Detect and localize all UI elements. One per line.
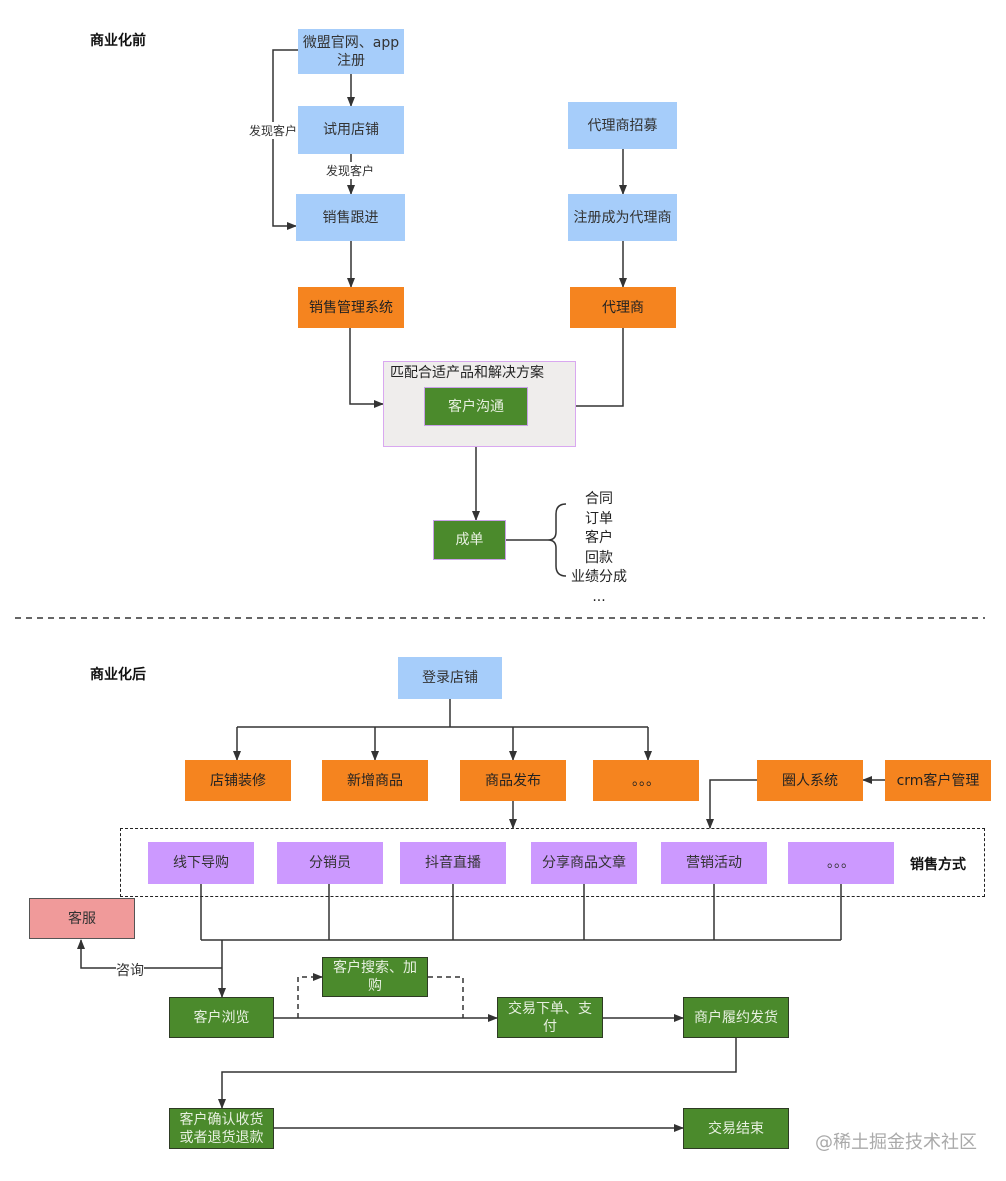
section-title-after: 商业化后 bbox=[90, 667, 146, 683]
node-order-pay: 交易下单、支付 bbox=[497, 997, 603, 1038]
node-offline-guide: 线下导购 bbox=[148, 842, 254, 884]
node-confirm-receipt: 客户确认收货或者退货退款 bbox=[169, 1108, 274, 1149]
deal-item: 合同 bbox=[585, 491, 613, 507]
sales-methods-label: 销售方式 bbox=[910, 857, 966, 873]
brace bbox=[547, 503, 567, 577]
deal-item: 客户 bbox=[585, 530, 613, 546]
node-browse: 客户浏览 bbox=[169, 997, 274, 1038]
node-circle-system: 圈人系统 bbox=[757, 760, 863, 801]
deal-item: 订单 bbox=[585, 510, 613, 527]
node-sales-follow: 销售跟进 bbox=[296, 194, 405, 241]
edge-ship-to-confirm bbox=[218, 1038, 737, 1109]
edge-browse-to-search bbox=[297, 973, 323, 1018]
deal-item: ... bbox=[592, 588, 606, 605]
node-crm: crm客户管理 bbox=[885, 760, 991, 801]
node-trade-end: 交易结束 bbox=[683, 1108, 789, 1149]
node-deal: 成单 bbox=[433, 520, 506, 560]
node-add-product: 新增商品 bbox=[322, 760, 428, 801]
node-search-cart: 客户搜索、加购 bbox=[322, 957, 428, 997]
deal-item: 业绩分成 bbox=[571, 569, 627, 585]
node-marketing: 营销活动 bbox=[661, 842, 767, 884]
deal-item: 回款 bbox=[585, 549, 613, 566]
watermark: @稀土掘金技术社区 bbox=[815, 1132, 977, 1153]
node-customer-service: 客服 bbox=[29, 898, 135, 939]
deal-items-list: 合同 订单 客户 回款 业绩分成 ... bbox=[566, 490, 632, 607]
edge-label-find-customer: 发现客户 bbox=[249, 122, 298, 139]
node-share-article: 分享商品文章 bbox=[531, 842, 637, 884]
node-distributor: 分销员 bbox=[277, 842, 383, 884]
node-douyin-live: 抖音直播 bbox=[400, 842, 506, 884]
node-more-methods: 。。。 bbox=[788, 842, 894, 884]
node-login: 登录店铺 bbox=[398, 657, 502, 699]
node-agent: 代理商 bbox=[570, 287, 676, 328]
edge-circle-to-methods bbox=[706, 779, 757, 829]
node-agent-recruit: 代理商招募 bbox=[568, 102, 677, 149]
node-communicate: 客户沟通 bbox=[424, 387, 528, 426]
edge-label-find-customer: 发现客户 bbox=[326, 162, 375, 179]
node-ship: 商户履约发货 bbox=[683, 997, 789, 1038]
node-more-features: 。。。 bbox=[593, 760, 699, 801]
edge-system-to-group bbox=[349, 328, 384, 408]
edge-methods-merge bbox=[200, 884, 842, 941]
edge-consult bbox=[77, 939, 222, 969]
node-publish-product: 商品发布 bbox=[460, 760, 566, 801]
node-register: 微盟官网、app注册 bbox=[298, 29, 404, 74]
section-title-before: 商业化前 bbox=[90, 33, 146, 49]
sales-methods-group bbox=[120, 828, 985, 897]
node-store-decor: 店铺装修 bbox=[185, 760, 291, 801]
node-trial-store: 试用店铺 bbox=[298, 106, 404, 154]
edge-search-to-order bbox=[428, 976, 464, 1018]
node-sales-system: 销售管理系统 bbox=[298, 287, 404, 328]
edge-label-consult: 咨询 bbox=[116, 960, 144, 980]
group-match-solution: 匹配合适产品和解决方案 bbox=[383, 361, 576, 447]
node-agent-register: 注册成为代理商 bbox=[568, 194, 677, 241]
group-label: 匹配合适产品和解决方案 bbox=[390, 365, 544, 381]
edge-login-split bbox=[237, 699, 648, 728]
